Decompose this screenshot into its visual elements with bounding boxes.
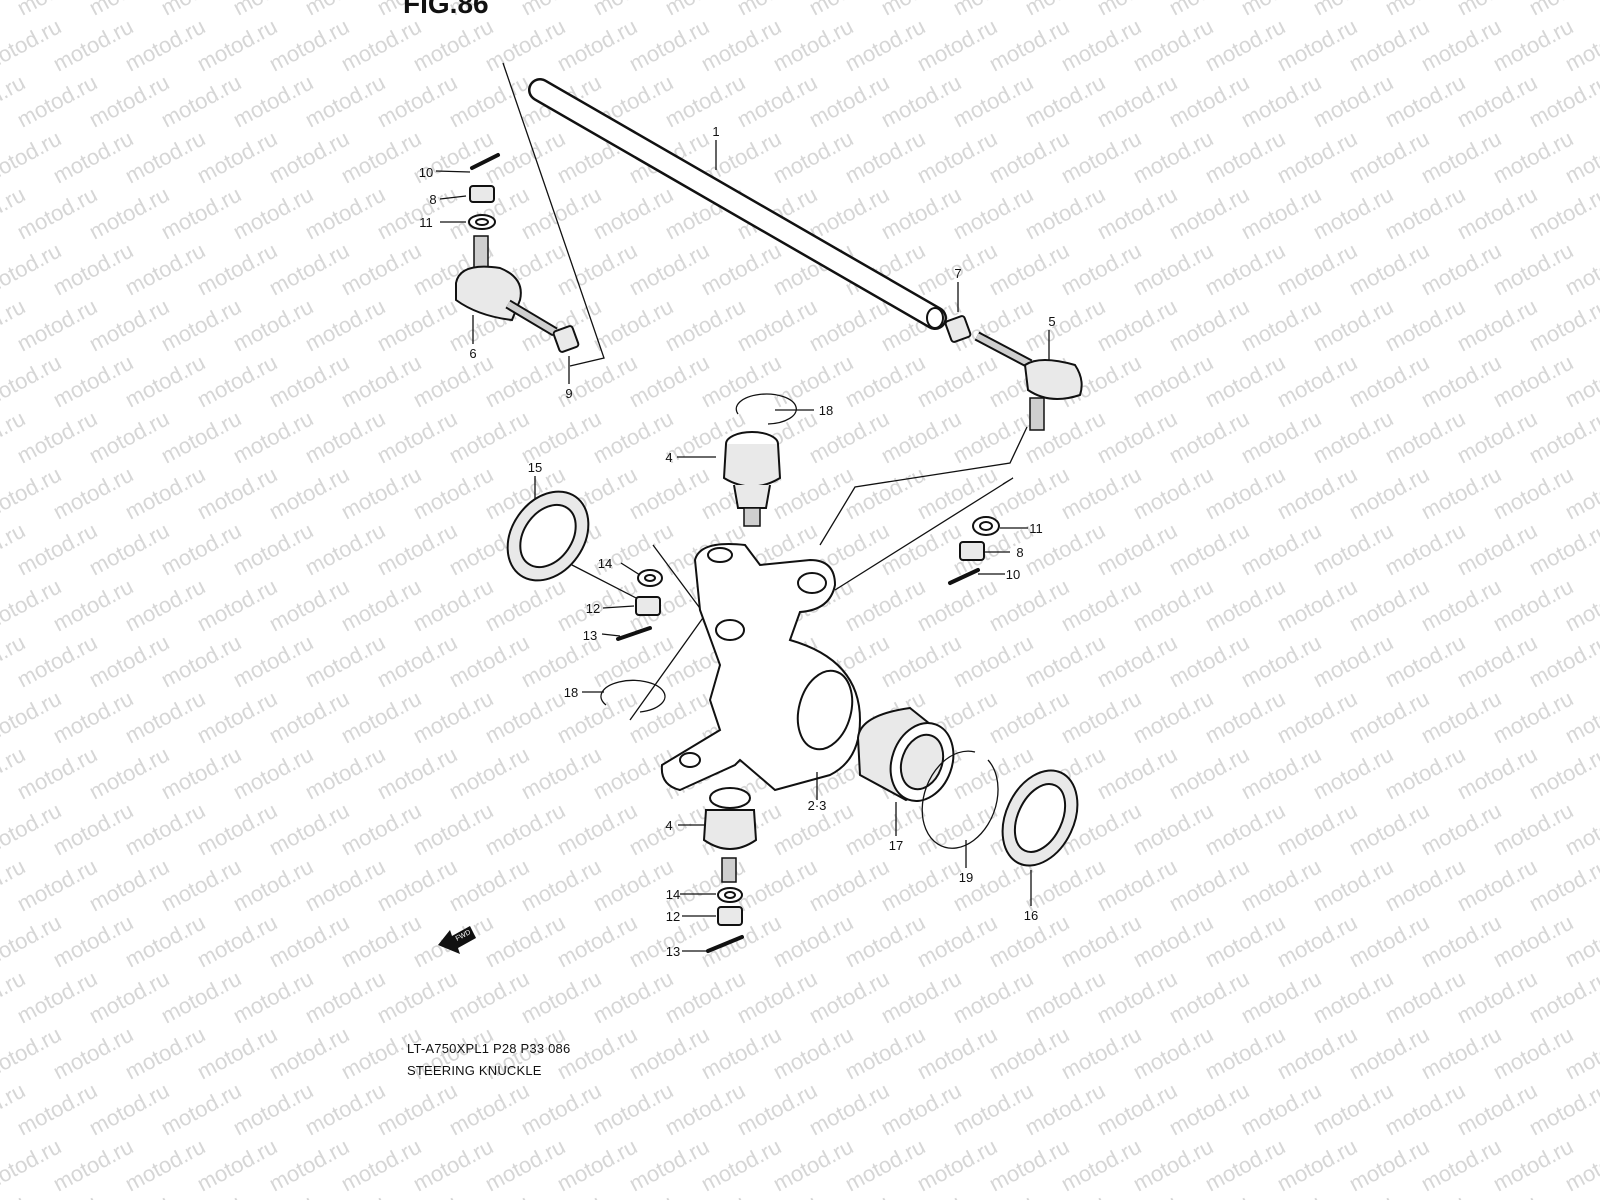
callout-5: 5 (1048, 314, 1055, 329)
callout-7: 7 (954, 266, 961, 281)
callout-8-right: 8 (1016, 545, 1023, 560)
castle-nut-upper-left[interactable] (635, 596, 661, 616)
bracket-right-lower (834, 477, 1014, 591)
oil-seal-15[interactable] (491, 476, 605, 596)
oil-seal-16[interactable] (988, 758, 1092, 877)
nut-left[interactable] (552, 325, 580, 353)
lock-nut-right[interactable] (944, 315, 972, 343)
callout-11-right: 11 (1029, 521, 1043, 536)
leader-seal-15 (571, 564, 641, 601)
callout-14-upper: 14 (598, 556, 612, 571)
callout-10-right: 10 (1006, 567, 1020, 582)
circlip-bearing[interactable] (921, 750, 999, 849)
callout-18-lower: 18 (564, 685, 578, 700)
cotter-pin-lower[interactable] (706, 935, 744, 953)
tie-rod-end-right[interactable] (974, 331, 1083, 431)
caption-title: STEERING KNUCKLE (407, 1063, 542, 1078)
fwd-arrow-icon: FWD (438, 926, 476, 954)
callout-19: 19 (959, 870, 973, 885)
callout-11-left: 11 (419, 215, 433, 230)
cotter-pin-right[interactable] (948, 568, 980, 585)
bracket-upper-left (502, 62, 605, 367)
callout-2-3: 2·3 (808, 798, 827, 813)
castle-nut-left[interactable] (469, 185, 495, 203)
steering-knuckle[interactable] (660, 543, 862, 792)
cotter-pin-mid[interactable] (616, 626, 652, 641)
callout-1: 1 (712, 124, 719, 139)
callout-9: 9 (565, 386, 572, 401)
ball-joint-upper[interactable] (722, 431, 782, 527)
callout-15: 15 (528, 460, 542, 475)
wheel-bearing[interactable] (856, 706, 964, 810)
callout-14-lower: 14 (666, 887, 680, 902)
callout-4-lower: 4 (665, 818, 672, 833)
circlip-upper[interactable] (735, 393, 797, 425)
callout-6: 6 (469, 346, 476, 361)
circlip-lower[interactable] (600, 679, 666, 713)
tie-rod-end-left[interactable] (455, 235, 558, 337)
callout-labels: 1 2·3 4 4 5 6 7 8 8 9 10 10 11 11 12 12 … (419, 124, 1056, 959)
callout-17: 17 (889, 838, 903, 853)
figure-heading: FIG.86 (403, 0, 489, 19)
castle-nut-right[interactable] (959, 541, 985, 561)
ball-joint-lower[interactable] (702, 787, 758, 883)
bracket-right-link (819, 426, 1028, 546)
callout-12-lower: 12 (666, 909, 680, 924)
castle-nut-lower[interactable] (717, 906, 743, 926)
callout-layer (435, 140, 1050, 952)
callout-10-left: 10 (419, 165, 433, 180)
callout-8-left: 8 (429, 192, 436, 207)
callout-13-upper: 13 (583, 628, 597, 643)
caption-model-line: LT-A750XPL1 P28 P33 086 (407, 1041, 571, 1056)
tie-rod[interactable] (528, 78, 947, 330)
callout-4-upper: 4 (665, 450, 672, 465)
cotter-pin-top[interactable] (470, 153, 500, 170)
callout-13-lower: 13 (666, 944, 680, 959)
callout-18-upper: 18 (819, 403, 833, 418)
callout-12-upper: 12 (586, 601, 600, 616)
callout-16: 16 (1024, 908, 1038, 923)
